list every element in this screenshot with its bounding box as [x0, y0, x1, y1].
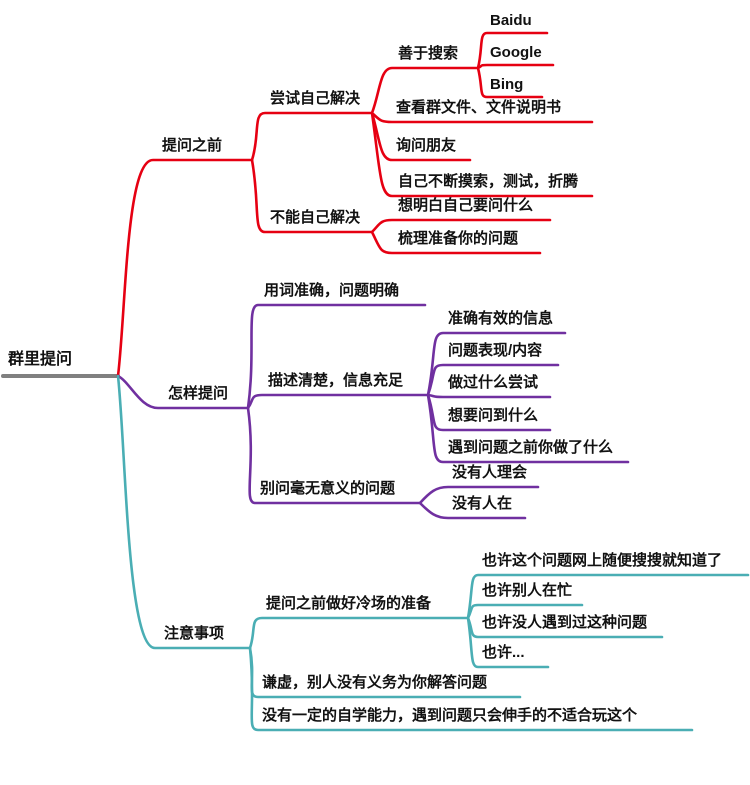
node-maybe-busy[interactable]: 也许别人在忙: [482, 582, 573, 599]
node-prepare-question[interactable]: 梳理准备你的问题: [398, 230, 519, 247]
node-good-at-search[interactable]: 善于搜索: [398, 45, 459, 62]
node-before-asking[interactable]: 提问之前: [162, 137, 223, 154]
node-what-you-did-before[interactable]: 遇到问题之前你做了什么: [448, 439, 614, 456]
node-no-meaningless-questions[interactable]: 别问毫无意义的问题: [260, 480, 396, 497]
node-no-one-responds[interactable]: 没有人理会: [452, 464, 528, 481]
node-check-group-files[interactable]: 查看群文件、文件说明书: [396, 99, 562, 116]
node-root[interactable]: 群里提问: [8, 351, 73, 368]
node-maybe-searchable[interactable]: 也许这个问题网上随便搜搜就知道了: [482, 552, 723, 569]
node-self-learning-ability[interactable]: 没有一定的自学能力，遇到问题只会伸手的不适合玩这个: [262, 707, 638, 724]
node-google[interactable]: Google: [490, 44, 542, 61]
node-attempts-made[interactable]: 做过什么尝试: [448, 374, 539, 391]
node-no-one-around[interactable]: 没有人在: [452, 495, 513, 512]
node-notes[interactable]: 注意事项: [164, 625, 225, 642]
purple-branch-lines: [116, 303, 630, 520]
node-maybe-etc[interactable]: 也许...: [482, 644, 525, 661]
node-accurate-info[interactable]: 准确有效的信息: [448, 310, 554, 327]
node-think-what-to-ask[interactable]: 想明白自己要问什么: [398, 197, 534, 214]
node-problem-content[interactable]: 问题表现/内容: [448, 342, 543, 359]
red-branch-lines: [116, 31, 594, 378]
node-accurate-wording[interactable]: 用词准确，问题明确: [264, 282, 400, 299]
node-what-to-ask[interactable]: 想要问到什么: [448, 407, 539, 424]
node-cannot-solve-yourself[interactable]: 不能自己解决: [270, 209, 361, 226]
node-how-to-ask[interactable]: 怎样提问: [168, 385, 229, 402]
node-ask-friends[interactable]: 询问朋友: [396, 137, 457, 154]
node-maybe-unseen[interactable]: 也许没人遇到过这种问题: [482, 614, 648, 631]
node-try-solve-yourself[interactable]: 尝试自己解决: [270, 90, 361, 107]
node-baidu[interactable]: Baidu: [490, 12, 532, 29]
node-be-humble[interactable]: 谦虚，别人没有义务为你解答问题: [262, 674, 488, 691]
node-prepare-for-silence[interactable]: 提问之前做好冷场的准备: [266, 595, 432, 612]
node-explore-test[interactable]: 自己不断摸索，测试，折腾: [398, 173, 579, 190]
node-bing[interactable]: Bing: [490, 76, 524, 93]
teal-branch-lines: [116, 374, 750, 732]
node-clear-description[interactable]: 描述清楚，信息充足: [268, 372, 404, 389]
